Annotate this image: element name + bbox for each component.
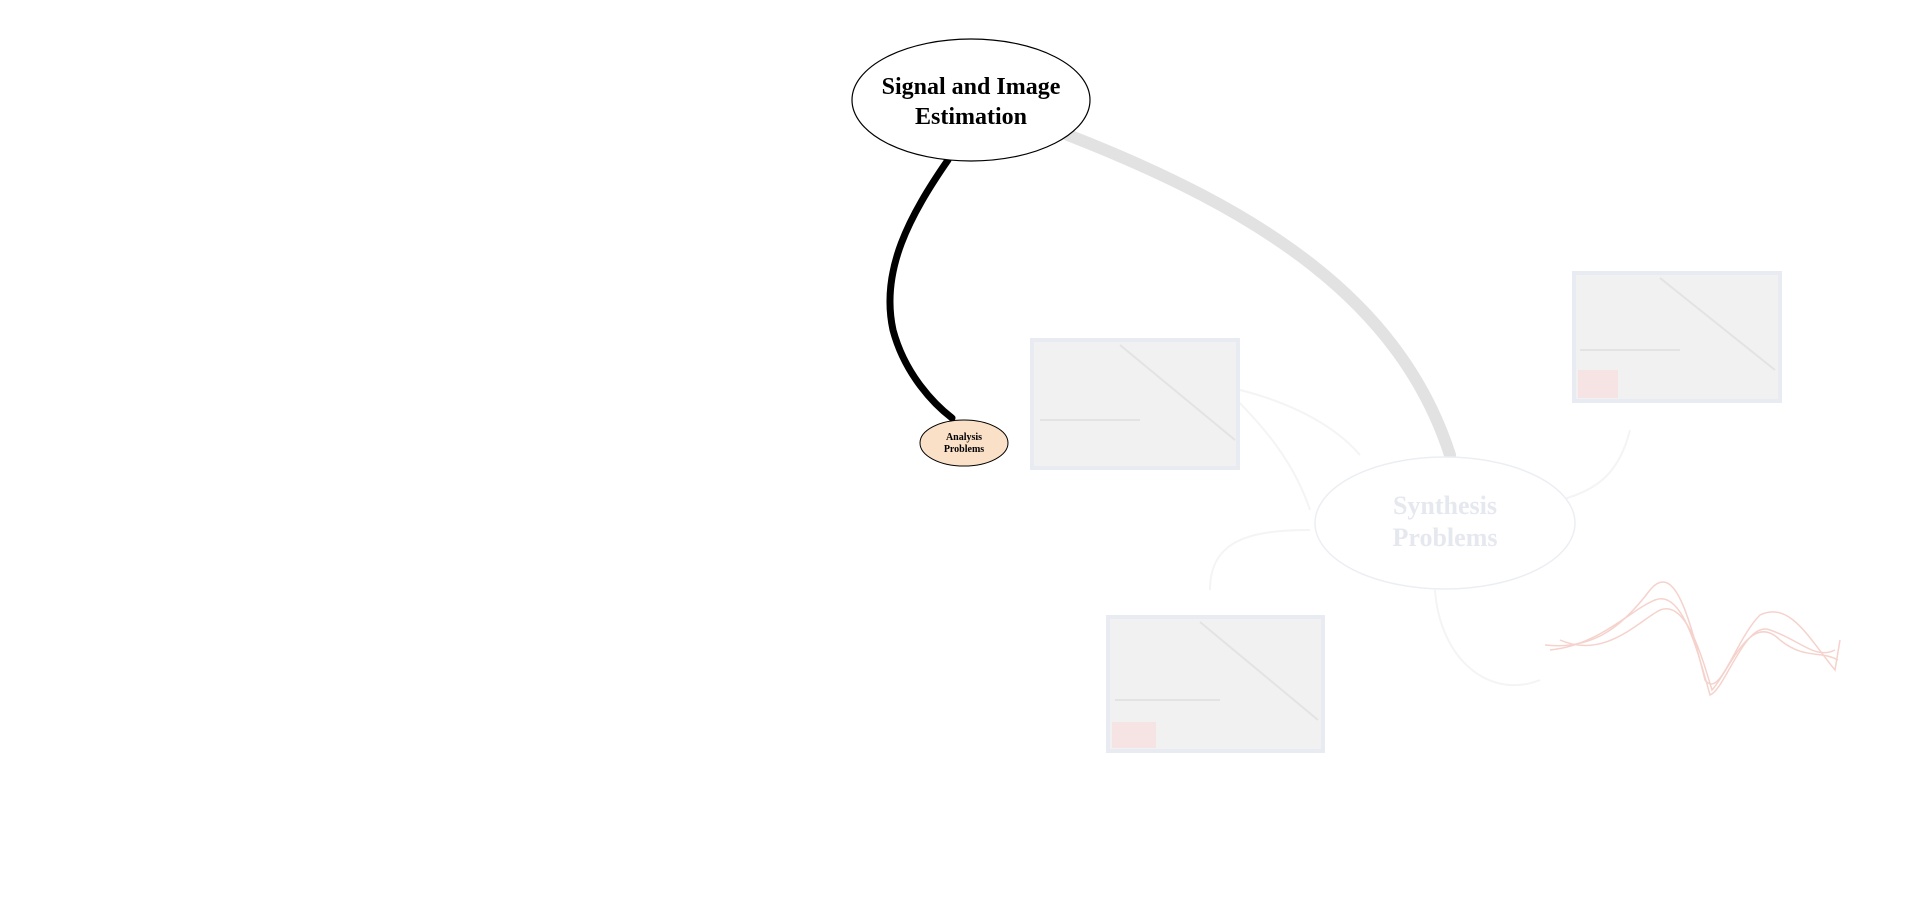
synthesis-label-line2: Problems	[1393, 523, 1498, 552]
synthesis-node[interactable]: Synthesis Problems	[1314, 456, 1576, 590]
synthesis-label-line1: Synthesis	[1393, 491, 1497, 520]
edge-root-to-synthesis	[1062, 129, 1456, 461]
harbor-photo-icon	[1115, 621, 1319, 721]
root-node[interactable]: Signal and Image Estimation	[851, 38, 1091, 162]
root-label-line1: Signal and Image	[882, 74, 1061, 100]
harbor-photo-3	[1106, 615, 1325, 753]
analysis-label-line1: Analysis	[946, 432, 982, 443]
root-label-line2: Estimation	[915, 104, 1027, 130]
waveform-icon	[1544, 581, 1841, 696]
harbor-photo-icon	[1580, 277, 1776, 371]
analysis-label-line2: Problems	[944, 444, 984, 455]
harbor-photo-1	[1030, 338, 1240, 470]
harbor-photo-2	[1572, 271, 1782, 403]
waveform-plot	[1544, 581, 1841, 696]
analysis-node[interactable]: Analysis Problems	[919, 419, 1009, 467]
edge-root-to-analysis	[886, 156, 956, 422]
faded-connectors	[1209, 387, 1631, 686]
harbor-photo-icon	[1040, 344, 1236, 441]
